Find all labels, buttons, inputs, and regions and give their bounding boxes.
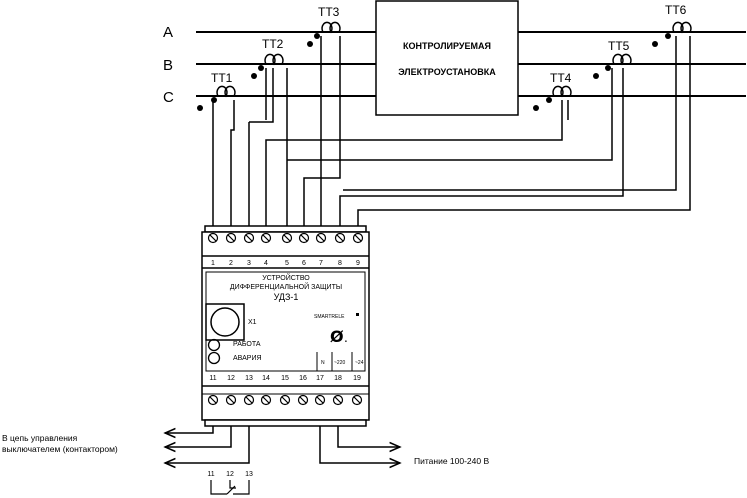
top-terminal-7: 7 <box>319 260 323 267</box>
top-terminal-2: 2 <box>229 260 233 267</box>
contact-number-12: 12 <box>226 471 234 478</box>
brand-mark <box>356 313 359 316</box>
transformer-coils <box>216 21 692 98</box>
power-tag-n: N <box>321 360 325 366</box>
brand-label: SMARTRELE <box>314 314 345 320</box>
power-tag-220: ~220 <box>334 360 345 366</box>
top-terminal-9: 9 <box>356 260 360 267</box>
phase-label-a: A <box>163 24 173 41</box>
device-title-line2: ДИФФЕРЕНЦИАЛЬНОЙ ЗАЩИТЫ <box>230 282 342 291</box>
tt3-label: TT3 <box>318 5 340 19</box>
top-terminal-4: 4 <box>264 260 268 267</box>
alarm-indicator <box>207 351 221 365</box>
relay-contact-symbol <box>210 480 250 495</box>
bottom-terminal-16: 16 <box>299 375 307 382</box>
bottom-terminal-17: 17 <box>316 375 324 382</box>
tt6-label: TT6 <box>665 3 687 17</box>
tt5-label: TT5 <box>608 39 630 53</box>
polarity-dots <box>197 33 671 111</box>
bottom-terminal-14: 14 <box>262 375 270 382</box>
phase-label-b: B <box>163 57 173 74</box>
device-model: УДЗ-1 <box>274 292 299 302</box>
tt1-label: TT1 <box>211 71 233 85</box>
x1-label: X1 <box>248 319 257 326</box>
secondary-wiring <box>212 36 691 226</box>
tt2-label: TT2 <box>262 37 284 51</box>
power-label: Питание 100-240 В <box>414 456 489 466</box>
top-terminal-3: 3 <box>247 260 251 267</box>
bottom-terminal-block <box>207 394 363 406</box>
top-terminal-5: 5 <box>285 260 289 267</box>
power-tag-24: ~24 <box>355 360 364 366</box>
bottom-terminal-12: 12 <box>227 375 235 382</box>
top-terminal-6: 6 <box>302 260 306 267</box>
phase-label-c: C <box>163 89 174 106</box>
bottom-terminal-15: 15 <box>281 375 289 382</box>
top-terminal-8: 8 <box>338 260 342 267</box>
control-circuit-wiring <box>165 426 250 463</box>
work-indicator <box>207 338 221 352</box>
bottom-terminal-11: 11 <box>209 375 216 382</box>
x1-connector <box>205 303 245 341</box>
alarm-label: АВАРИЯ <box>233 355 262 362</box>
bottom-terminal-18: 18 <box>334 375 342 382</box>
power-supply-wiring <box>319 426 400 463</box>
brand-logo-icon: Ø <box>330 327 344 346</box>
top-terminal-block <box>207 232 364 244</box>
controlled-installation-box <box>375 0 519 116</box>
top-terminal-1: 1 <box>211 260 215 267</box>
brand-logo-dot: . <box>344 331 348 345</box>
installation-line1: КОНТРОЛИРУЕМАЯ <box>403 41 491 51</box>
control-label-line1: В цепь управления <box>2 433 78 443</box>
contact-number-11: 11 <box>207 471 214 478</box>
tt4-label: TT4 <box>550 71 572 85</box>
work-label: РАБОТА <box>233 341 261 348</box>
contact-number-13: 13 <box>245 471 253 478</box>
control-label-line2: выключателем (контактором) <box>2 444 118 454</box>
installation-line2: ЭЛЕКТРОУСТАНОВКА <box>398 67 496 77</box>
bottom-terminal-19: 19 <box>353 375 361 382</box>
bottom-terminal-13: 13 <box>245 375 253 382</box>
device-title-line1: УСТРОЙСТВО <box>262 273 310 282</box>
